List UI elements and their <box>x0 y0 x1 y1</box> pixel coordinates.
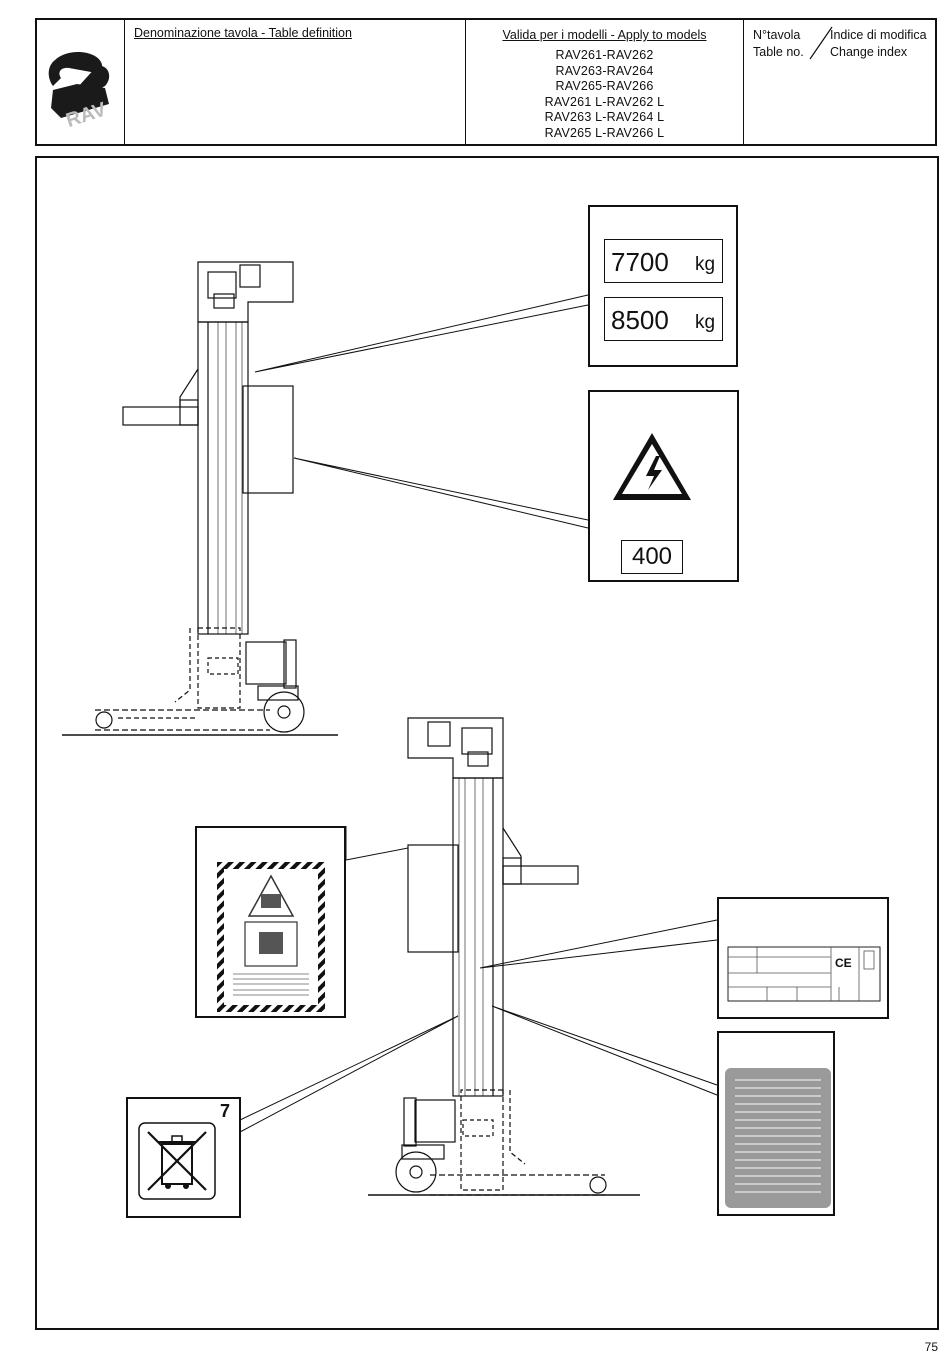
disposal-number: 7 <box>220 1101 230 1122</box>
instruction-panel-icon <box>725 1068 833 1208</box>
capacity-plate-2: 8500 kg <box>604 297 723 341</box>
safety-sticker-icon <box>217 862 325 1012</box>
ce-mark: CE <box>835 956 852 970</box>
page-number: 75 <box>925 1340 938 1354</box>
rating-plate-box: CE <box>717 897 889 1019</box>
upper-lift-drawing <box>62 262 588 735</box>
high-voltage-warning-icon <box>610 430 694 504</box>
capacity-label-box: 7700 kg 8500 kg <box>588 205 738 367</box>
capacity-plate-1: 7700 kg <box>604 239 723 283</box>
voltage-value: 400 <box>621 540 683 574</box>
voltage-warning-box: 400 <box>588 390 739 582</box>
instruction-panel-box <box>717 1031 835 1216</box>
capacity-unit-2: kg <box>695 312 715 334</box>
capacity-value-1: 7700 <box>611 247 669 278</box>
capacity-value-2: 8500 <box>611 305 669 336</box>
safety-instructions-box <box>195 826 346 1018</box>
disposal-box: 7 <box>126 1097 241 1218</box>
capacity-unit-1: kg <box>695 254 715 276</box>
rating-plate-icon: CE <box>727 943 883 1005</box>
crossed-out-bin-icon <box>138 1122 216 1200</box>
